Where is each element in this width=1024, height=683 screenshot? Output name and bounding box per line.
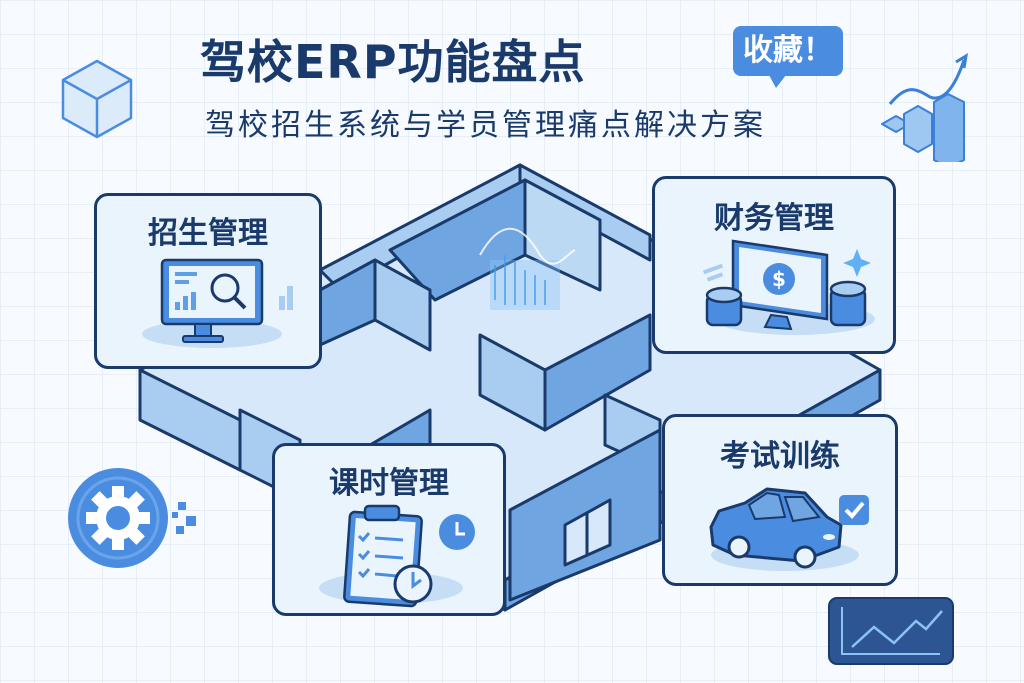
bookmark-badge[interactable]: 收藏！ bbox=[733, 26, 843, 88]
card-title: 考试训练 bbox=[720, 439, 840, 474]
card-finance[interactable]: 财务管理 $ bbox=[652, 176, 896, 354]
page-subtitle: 驾校招生系统与学员管理痛点解决方案 bbox=[205, 108, 766, 143]
page-title: 驾校ERP功能盘点 bbox=[200, 35, 586, 89]
monitor-search-icon bbox=[142, 258, 293, 348]
car-check-icon bbox=[709, 487, 869, 571]
card-lesson-hours[interactable]: 课时管理 bbox=[272, 443, 506, 616]
line-chart-icon bbox=[828, 597, 954, 665]
card-title: 财务管理 bbox=[714, 201, 834, 236]
monitor-dollar-icon: $ bbox=[702, 239, 875, 335]
cube-icon bbox=[61, 59, 133, 139]
gear-icon bbox=[68, 468, 196, 568]
card-exam-training[interactable]: 考试训练 bbox=[662, 414, 898, 586]
card-title: 招生管理 bbox=[148, 216, 268, 251]
bar-growth-icon bbox=[881, 53, 969, 162]
card-title: 课时管理 bbox=[329, 466, 449, 501]
svg-text:$: $ bbox=[772, 267, 786, 291]
clipboard-clock-icon bbox=[319, 504, 475, 608]
card-enrollment[interactable]: 招生管理 bbox=[94, 193, 322, 369]
